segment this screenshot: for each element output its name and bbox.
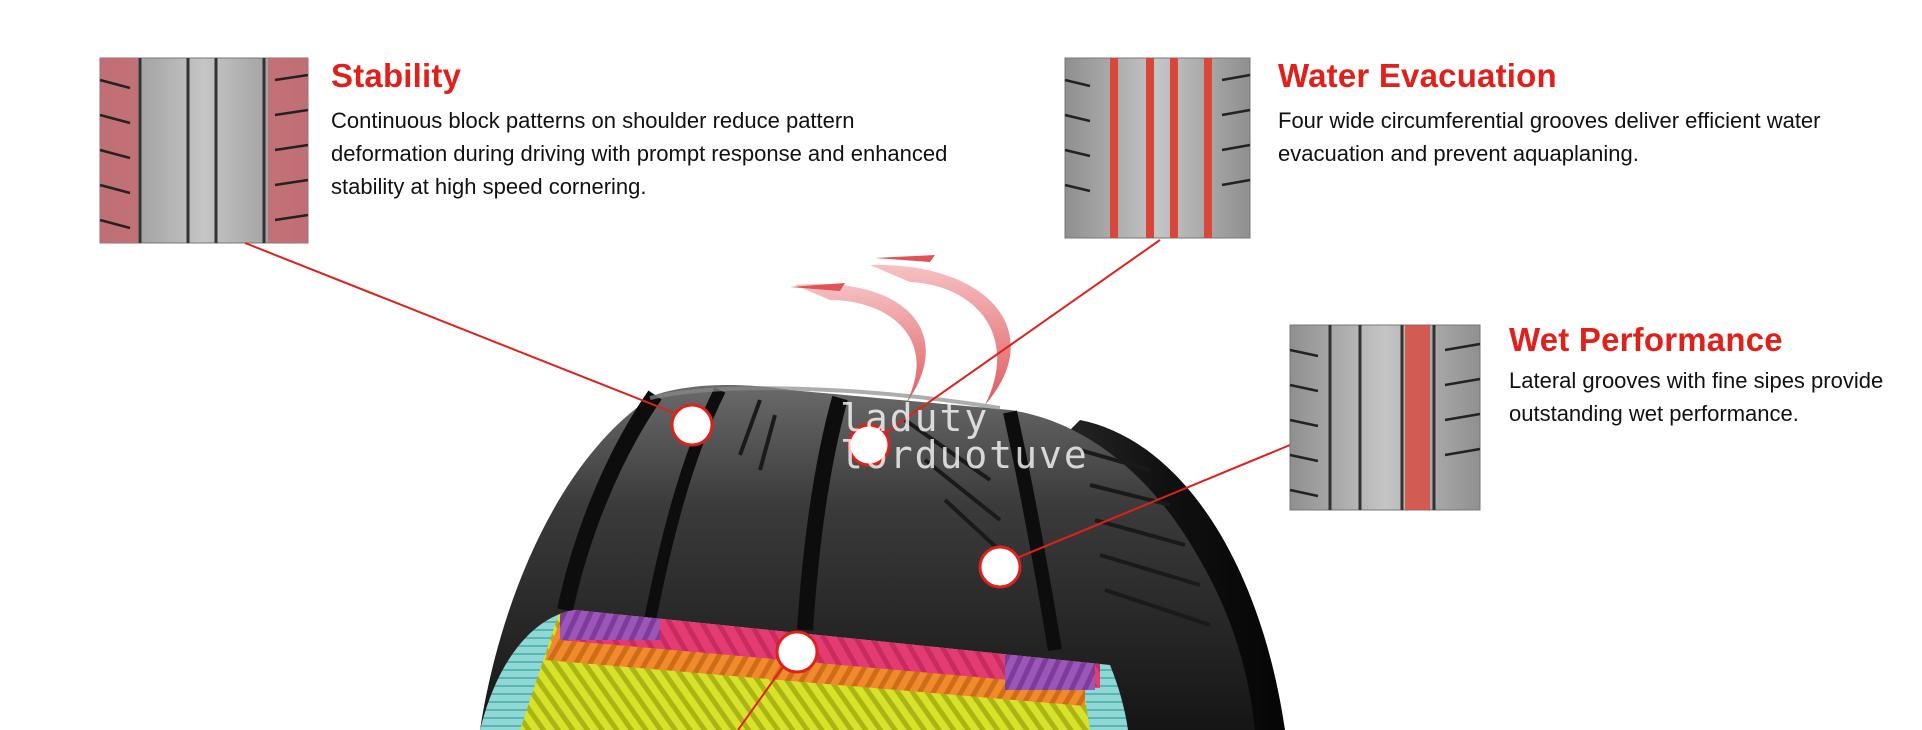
wet-performance-callout: Wet Performance Lateral grooves with fin… bbox=[1509, 321, 1919, 430]
water-evacuation-marker bbox=[847, 423, 891, 467]
watermark: laduty lorduotuve bbox=[840, 396, 1089, 478]
wet-performance-description: Lateral grooves with fine sipes provide … bbox=[1509, 368, 1884, 427]
water-evacuation-title: Water Evacuation bbox=[1278, 57, 1557, 94]
wet-performance-title: Wet Performance bbox=[1509, 321, 1783, 358]
stability-callout: Stability Continuous block patterns on s… bbox=[331, 57, 951, 203]
wet-performance-marker bbox=[978, 545, 1022, 589]
watermark-line-2: lorduotuve bbox=[840, 433, 1089, 478]
stability-title: Stability bbox=[331, 57, 462, 94]
cross-section-marker bbox=[775, 630, 819, 674]
water-evacuation-callout: Water Evacuation Four wide circumferenti… bbox=[1278, 57, 1838, 170]
watermark-line-1: laduty bbox=[840, 396, 990, 440]
stability-marker bbox=[670, 403, 714, 447]
water-evacuation-description: Four wide circumferential grooves delive… bbox=[1278, 108, 1821, 167]
leader-lines bbox=[244, 239, 1291, 730]
wet-performance-tread-photo bbox=[1289, 324, 1481, 511]
stability-description: Continuous block patterns on shoulder re… bbox=[331, 108, 948, 200]
water-spray-graphic bbox=[790, 255, 1011, 405]
water-evacuation-tread-photo bbox=[1064, 57, 1251, 239]
stability-tread-photo bbox=[99, 57, 309, 244]
marker-dots bbox=[670, 403, 1022, 674]
